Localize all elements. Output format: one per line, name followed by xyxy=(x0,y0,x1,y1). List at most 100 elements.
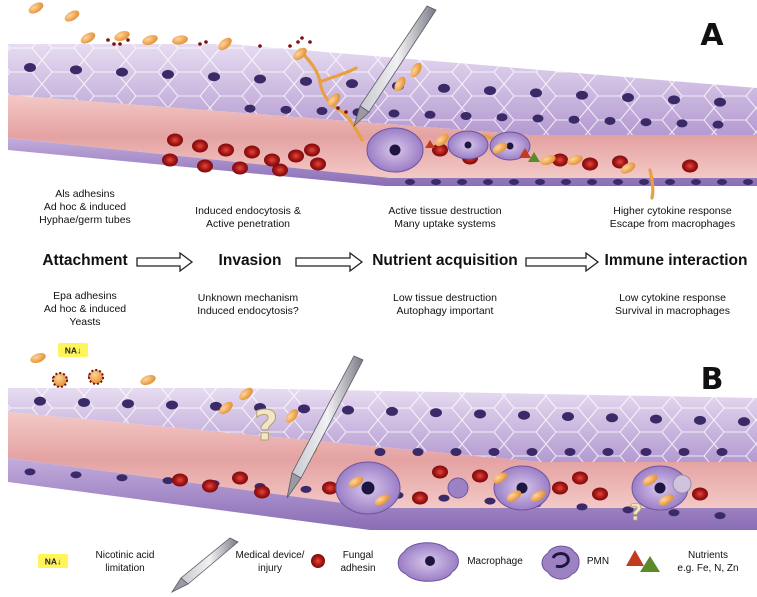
yeast-cell xyxy=(435,133,449,147)
nucleus xyxy=(298,404,310,414)
legend-adhesin-line-2: adhesin xyxy=(340,562,376,574)
nucleus xyxy=(162,477,174,485)
nucleus xyxy=(34,396,46,406)
nucleus xyxy=(386,406,398,416)
yeast-cell xyxy=(114,30,130,42)
nutrient-acquisition-bottom-line-1: Low tissue destruction xyxy=(393,292,497,304)
nucleus xyxy=(668,509,680,517)
legend-adhesin-line-1: Fungal xyxy=(342,550,374,561)
nucleus xyxy=(24,468,36,476)
yeast-cell xyxy=(506,490,522,502)
nucleus xyxy=(526,448,538,456)
red-blood-cell xyxy=(612,155,628,169)
macrophage-nucleus xyxy=(389,144,401,156)
nucleus xyxy=(639,179,649,185)
nucleus xyxy=(650,414,662,424)
nucleus xyxy=(568,115,580,124)
question-mark-small: ? xyxy=(630,501,643,526)
nucleus xyxy=(412,448,424,456)
panel-b-label: B xyxy=(700,362,724,397)
legend-na-label: Nicotinic acid limitation xyxy=(80,550,170,575)
nutrient-triangle xyxy=(425,140,435,148)
nucleus xyxy=(714,512,726,520)
nucleus xyxy=(431,179,441,185)
nucleus xyxy=(488,448,500,456)
nucleus xyxy=(438,83,450,93)
legend-na-line-1: Nicotinic acid xyxy=(95,550,155,561)
adhesin-dot xyxy=(112,42,116,46)
adhesin-dot xyxy=(106,38,110,42)
yeast-cell xyxy=(620,162,636,174)
nucleus xyxy=(346,79,358,89)
nucleus xyxy=(254,74,266,84)
adhesin-dot xyxy=(258,44,262,48)
invasion-bottom-notes: Unknown mechanism Induced endocytosis? xyxy=(168,292,328,318)
attachment-top-line-2: Ad hoc & induced xyxy=(43,201,127,213)
immune-interaction-top-notes: Higher cytokine response Escape from mac… xyxy=(590,205,755,231)
macrophage-nucleus xyxy=(506,142,514,150)
yeast-cell xyxy=(218,37,232,51)
nucleus xyxy=(70,471,82,479)
adhesin-dot xyxy=(344,110,348,114)
yeast-cell xyxy=(642,474,658,486)
legend-nutrients-label: Nutrients e.g. Fe, N, Zn xyxy=(664,550,752,575)
legend-na-badge-text: NA↓ xyxy=(45,557,62,567)
macrophage-nucleus xyxy=(464,141,472,149)
yeast-cell xyxy=(348,476,364,488)
legend-fungal-adhesin-label: Fungal adhesin xyxy=(328,550,388,575)
adhesin-dot xyxy=(308,40,312,44)
red-blood-cell xyxy=(304,143,320,157)
nucleus xyxy=(622,506,634,514)
nucleus xyxy=(244,104,256,113)
nucleus xyxy=(716,448,728,456)
stage-attachment: Attachment xyxy=(42,252,128,269)
yeast-cell xyxy=(658,494,674,506)
red-blood-cell xyxy=(264,153,280,167)
adhesin-dot xyxy=(126,38,130,42)
yeast-cell xyxy=(492,472,508,484)
legend-icons: NA↓ xyxy=(38,537,660,594)
nucleus xyxy=(24,63,36,73)
nucleus xyxy=(166,400,178,410)
yeast-cell xyxy=(492,142,508,154)
red-blood-cell xyxy=(272,163,288,177)
invasion-top-notes: Induced endocytosis & Active penetration xyxy=(168,205,328,231)
stage-arrows xyxy=(136,251,600,273)
nucleus xyxy=(602,448,614,456)
red-blood-cell xyxy=(244,145,260,159)
attachment-top-line-1: Als adhesins xyxy=(55,188,115,200)
nucleus xyxy=(604,116,616,125)
nucleus xyxy=(484,497,496,505)
nucleus xyxy=(388,109,400,118)
question-mark-large: ? xyxy=(254,401,278,450)
adhesin-coated-yeast xyxy=(52,372,68,388)
legend-pmn-label: PMN xyxy=(580,556,616,569)
nucleus xyxy=(300,76,312,86)
invasion-bottom-line-1: Unknown mechanism xyxy=(197,292,299,304)
nucleus xyxy=(743,179,753,185)
pmn-cell xyxy=(447,477,469,499)
nucleus xyxy=(474,409,486,419)
nucleus xyxy=(532,114,544,123)
nucleus xyxy=(738,417,750,427)
yeast-cell xyxy=(293,47,307,61)
nucleus xyxy=(509,179,519,185)
panel-b-tissue xyxy=(8,388,757,530)
attachment-bottom-line-3: Yeasts xyxy=(69,316,101,328)
legend-fungal-adhesin-icon xyxy=(311,554,325,568)
macrophages xyxy=(335,127,692,515)
legend-nutrients-line-2: e.g. Fe, N, Zn xyxy=(677,562,739,574)
adhesin-dot xyxy=(198,42,202,46)
yeast-cell xyxy=(142,34,158,46)
nucleus xyxy=(694,415,706,425)
nucleus xyxy=(210,401,222,411)
red-blood-cell xyxy=(172,473,188,487)
arrow-attachment-to-invasion xyxy=(136,251,194,273)
immune-interaction-bottom-line-2: Survival in macrophages xyxy=(615,305,730,317)
yeast-cell xyxy=(327,93,341,107)
nucleus xyxy=(640,448,652,456)
nucleus xyxy=(564,448,576,456)
invasion-top-line-2: Active penetration xyxy=(205,218,291,230)
nucleus xyxy=(691,179,701,185)
